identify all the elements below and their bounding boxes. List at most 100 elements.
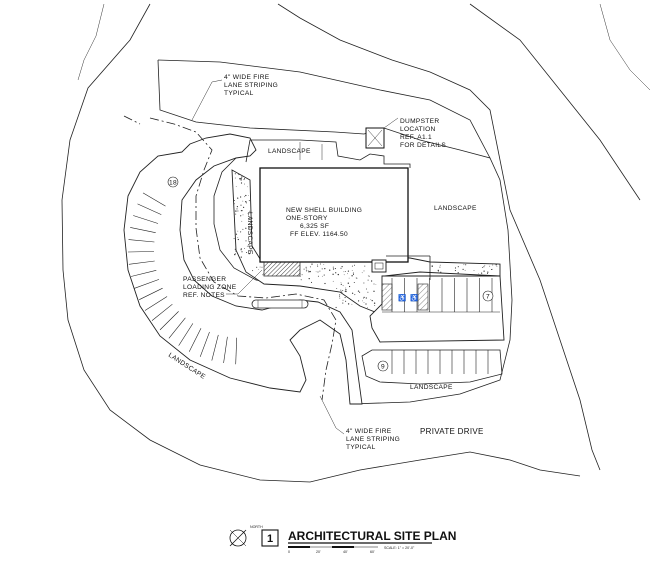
speckle-dot xyxy=(240,248,242,250)
speckle-dot xyxy=(347,303,350,305)
speckle-dot xyxy=(248,218,249,219)
speckle-dot xyxy=(305,267,307,269)
speckle-dot xyxy=(305,266,307,268)
speckle-dot xyxy=(365,297,367,299)
speckle-dot xyxy=(339,295,341,297)
fire-lane-note-bottom: 4" WIDE FIRE LANE STRIPING TYPICAL xyxy=(319,395,400,451)
speckle-dot xyxy=(368,275,370,277)
speckle-dot xyxy=(240,210,242,212)
speckle-dot xyxy=(248,252,251,255)
parking-stall-line xyxy=(127,251,155,253)
speckle-dot xyxy=(323,264,325,265)
speckle-dot xyxy=(370,280,373,282)
speckle-dot xyxy=(246,245,248,247)
sheet-title: ARCHITECTURAL SITE PLAN xyxy=(288,529,456,543)
parking-right: ♿ ♿ 7 xyxy=(369,255,505,343)
speckle-dot xyxy=(242,228,244,230)
speckle-dot xyxy=(439,266,441,268)
svg-text:REF. NOTES: REF. NOTES xyxy=(183,292,225,299)
speckle-dot xyxy=(347,282,349,284)
speckle-dot xyxy=(301,274,303,276)
speckle-dot xyxy=(240,231,242,233)
speckle-dot xyxy=(332,273,334,275)
speckle-dot xyxy=(457,266,459,268)
speckle-dot xyxy=(431,265,433,267)
speckle-dot xyxy=(335,306,337,309)
parking-stall-line xyxy=(199,331,210,357)
speckle-dot xyxy=(364,265,366,267)
speckle-dot xyxy=(237,230,239,232)
svg-text:TYPICAL: TYPICAL xyxy=(224,90,254,97)
site-boundary xyxy=(157,59,513,405)
accessible-aisle-2 xyxy=(417,283,429,311)
speckle-dot xyxy=(361,272,363,274)
title-block: NORTH 1 ARCHITECTURAL SITE PLAN 0 20' 40… xyxy=(229,525,456,554)
speckle-dot xyxy=(342,302,344,304)
building-footprint xyxy=(259,167,409,263)
speckle-dot xyxy=(457,272,459,274)
speckle-dot xyxy=(373,302,376,304)
speckle-dot xyxy=(309,270,311,273)
speckle-dot xyxy=(332,266,334,268)
speckle-dot xyxy=(340,281,342,283)
speckle-dot xyxy=(345,290,347,293)
speckle-dot xyxy=(237,197,239,199)
speckle-dot xyxy=(337,273,339,276)
scale-tick-0: 0 xyxy=(288,550,290,554)
speckle-dot xyxy=(367,307,368,309)
speckle-dot xyxy=(454,267,457,269)
speckle-dot xyxy=(373,283,375,285)
stall-count-left: 18 xyxy=(169,180,177,187)
speckle-dot xyxy=(358,300,360,302)
sheet-number-box xyxy=(261,529,279,547)
speckle-dot xyxy=(357,290,360,292)
private-drive-label: PRIVATE DRIVE xyxy=(420,427,484,436)
speckle-dot xyxy=(342,299,344,301)
speckle-dot xyxy=(354,264,355,266)
speckle-dot xyxy=(324,267,326,270)
speckle-dot xyxy=(351,270,353,271)
svg-text:REF. A1.1: REF. A1.1 xyxy=(400,134,432,141)
speckle-dot xyxy=(245,194,247,197)
speckle-dot xyxy=(240,249,242,251)
speckle-dot xyxy=(492,264,494,266)
speckle-dot xyxy=(245,202,247,204)
speckle-dot xyxy=(363,296,365,299)
speckle-dot xyxy=(305,269,307,271)
speckle-dot xyxy=(367,279,369,281)
parking-stall-line xyxy=(139,287,163,300)
speckle-dot xyxy=(244,196,246,198)
speckle-dot xyxy=(259,266,261,268)
speckle-dot xyxy=(339,297,341,299)
speckle-dot xyxy=(356,277,358,279)
accessible-aisle-1 xyxy=(381,283,393,311)
svg-text:FOR DETAILS: FOR DETAILS xyxy=(400,142,446,149)
speckle-dot xyxy=(239,196,242,198)
speckle-dot xyxy=(437,270,439,272)
speckle-dot xyxy=(236,208,238,210)
speckle-dot xyxy=(487,273,488,274)
parking-stall-line xyxy=(142,192,166,207)
speckle-dot xyxy=(234,177,236,179)
speckle-dot xyxy=(348,277,350,279)
speckle-dot xyxy=(257,269,259,271)
landscape-label-bottom: LANDSCAPE xyxy=(410,384,453,391)
speckle-dot xyxy=(242,206,245,209)
speckle-dot xyxy=(439,264,441,266)
speckle-dot xyxy=(341,292,343,294)
speckle-dot xyxy=(317,264,318,266)
speckle-dot xyxy=(247,212,249,214)
speckle-dot xyxy=(496,266,498,267)
parking-stall-line xyxy=(168,317,186,339)
speckle-dot xyxy=(309,266,311,268)
speckle-dot xyxy=(343,274,345,276)
speckle-dot xyxy=(351,292,354,294)
passenger-loading-note: PASSENGER LOADING ZONE REF. NOTES xyxy=(183,269,263,299)
speckle-dot xyxy=(353,281,355,284)
speckle-dot xyxy=(374,304,376,306)
parking-stall-line xyxy=(235,337,237,365)
speckle-dot xyxy=(375,283,377,285)
speckle-dot xyxy=(362,300,363,302)
speckle-dot xyxy=(246,251,248,254)
speckle-dot xyxy=(300,279,302,281)
